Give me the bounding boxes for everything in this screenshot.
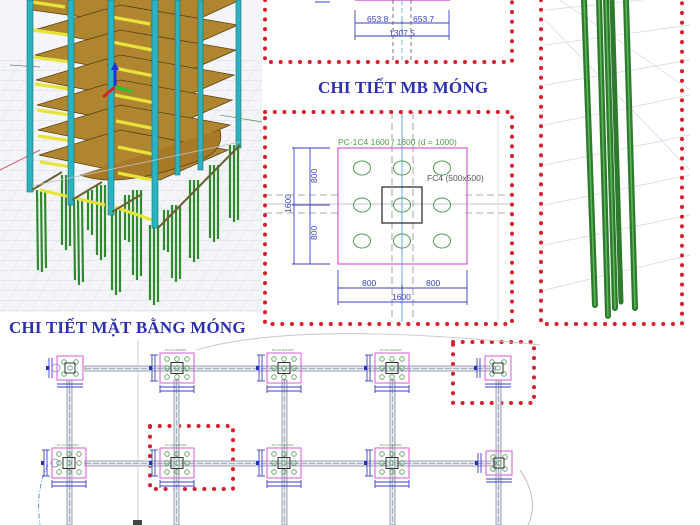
dim-horizontal-total: 1600 — [392, 292, 411, 302]
grade-beams-plan — [84, 365, 496, 467]
x-axis-line — [0, 149, 41, 171]
axis-gizmo — [102, 62, 134, 99]
dim-horizontal-left: 800 — [362, 278, 376, 288]
columns — [26, 0, 242, 229]
construction-arc-left — [38, 464, 49, 525]
3d-building-model — [0, 0, 262, 312]
title-pile-cap-detail: CHI TIẾT MB MÓNG — [318, 78, 489, 97]
pile-circles — [353, 160, 451, 249]
pile-cap-label: PC-1C4 1600 / 1600 (d = 1000) — [338, 137, 457, 147]
column-label: FC4 (500x500) — [427, 173, 484, 183]
highlight-frame-corner-cap — [451, 340, 536, 405]
dim-total-text: 1307.5 — [389, 28, 415, 38]
floor-slabs — [31, 0, 241, 181]
dim-left-text: 653.8 — [367, 14, 389, 24]
horizontal-dimension — [337, 270, 468, 305]
highlight-frame-top-detail — [263, 0, 514, 64]
grade-beams-vertical — [66, 379, 502, 525]
dim-vertical-top: 800 — [309, 169, 319, 183]
construction-arc-right — [519, 469, 533, 525]
pile-rods — [581, 0, 638, 319]
pile-cap-outline — [337, 147, 468, 265]
vertical-dimension — [292, 147, 330, 265]
pile-cap-a1 — [45, 355, 84, 388]
dim-vertical-total: 1600 — [283, 194, 293, 213]
yellow-beams — [31, 0, 159, 224]
title-foundation-plan: CHI TIẾT MẶT BẰNG MÓNG — [9, 318, 246, 337]
grade-beams — [31, 141, 241, 229]
column-fc4 — [381, 186, 423, 224]
highlight-frame-selected-cap — [148, 424, 235, 491]
dim-horizontal-right: 800 — [426, 278, 440, 288]
upper-detail-fragment: 653.8 653.7 1307.5 — [315, 0, 450, 60]
construction-arc-top — [195, 333, 541, 351]
highlight-frame-pile-cap — [263, 110, 514, 326]
dim-vertical-bottom: 800 — [309, 226, 319, 240]
dim-right-text: 653.7 — [413, 14, 435, 24]
building-piles — [35, 145, 240, 305]
grid-axis-lines — [265, 112, 512, 322]
